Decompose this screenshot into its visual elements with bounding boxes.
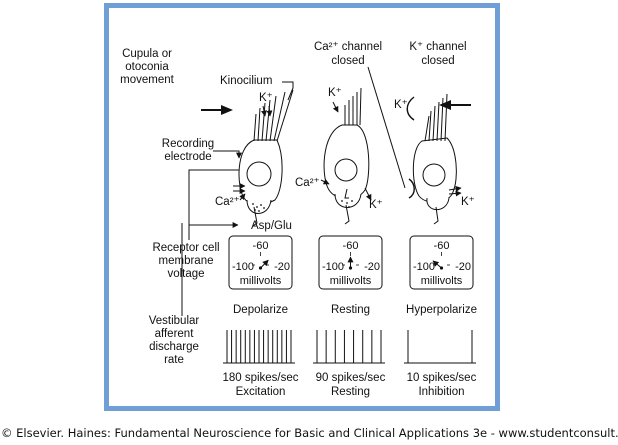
meter-left-label: -100 (413, 261, 435, 273)
k-arrow-2b (364, 187, 372, 201)
svg-text:electrode: electrode (164, 151, 211, 163)
meter-needle (260, 259, 269, 269)
spike-rate-label: 10 spikes/sec (407, 372, 477, 384)
meter-needle (432, 260, 442, 269)
ca-channel-pointer (367, 66, 406, 189)
k-ion-label-2: K⁺ (328, 87, 342, 99)
spike-rate-label: 90 spikes/sec (316, 372, 386, 384)
meter-right-label: -20 (274, 261, 290, 273)
hair-cell-resting (323, 87, 370, 225)
svg-text:Ca²⁺ channel: Ca²⁺ channel (314, 41, 382, 53)
effect-label: Resting (331, 386, 370, 398)
spike-train-2 (313, 330, 385, 364)
svg-text:otoconia: otoconia (125, 61, 169, 73)
ca-arrow-2 (320, 178, 330, 185)
movement-arrow-left (439, 100, 471, 110)
connector-lines (181, 169, 244, 316)
copyright-notice: © Elsevier. Haines: Fundamental Neurosci… (1, 426, 618, 440)
receptor-voltage-label: Receptor cell membrane voltage (152, 242, 219, 280)
vesicle-dots-1 (252, 203, 265, 212)
svg-text:voltage: voltage (167, 268, 204, 280)
svg-text:discharge: discharge (149, 341, 199, 353)
voltmeter-1: -60 -100 -20 millivolts (228, 235, 293, 290)
ca-arrow-1 (239, 193, 246, 201)
meter-top-label: -60 (253, 240, 269, 252)
k-ion-label-2b: K⁺ (369, 199, 383, 211)
spike-rate-label: 180 spikes/sec (222, 372, 298, 384)
ca-ion-label-2: Ca²⁺ (295, 177, 320, 189)
k-ion-label-3: K⁺ (394, 99, 408, 111)
meter-pivot (439, 266, 444, 270)
hair-cell-depolarize (238, 89, 294, 227)
meter-top-label: -60 (343, 240, 359, 252)
spike-train-3 (404, 330, 476, 364)
figure-frame: Cupula or otoconia movement Kinocilium R… (104, 3, 500, 411)
meter-unit-label: millivolts (240, 275, 282, 287)
svg-text:closed: closed (421, 55, 454, 67)
svg-text:Vestibular: Vestibular (149, 315, 200, 327)
meter-pivot (348, 266, 353, 270)
voltmeter-2: -60 -100 -20 millivolts (318, 235, 383, 290)
asp-glu-label: Asp/Glu (251, 220, 292, 232)
kinocilium-pointer (282, 81, 294, 101)
meter-top-label: -60 (434, 240, 450, 252)
state-label: Depolarize (233, 304, 288, 316)
spike-train-1 (223, 330, 295, 364)
svg-text:membrane: membrane (159, 255, 214, 267)
voltmeter-box (409, 235, 474, 290)
effect-label: Excitation (236, 386, 286, 398)
svg-text:Recording: Recording (162, 138, 214, 150)
k-out-arrows-3 (448, 185, 462, 197)
ca-channel-arrows-1 (233, 183, 246, 194)
meter-left-label: -100 (232, 261, 254, 273)
meter-pivot (258, 266, 263, 270)
svg-text:K⁺ channel: K⁺ channel (409, 41, 466, 53)
k-ion-label-3b: K⁺ (461, 196, 475, 208)
kinocilium-label: Kinocilium (220, 75, 272, 87)
meter-unit-label: millivolts (421, 275, 463, 287)
vesicle-dots-2 (341, 200, 353, 208)
svg-text:rate: rate (164, 354, 184, 366)
voltmeter-3: -60 -100 -20 millivolts (409, 235, 474, 290)
svg-text:Receptor cell: Receptor cell (152, 242, 219, 254)
meter-right-label: -20 (364, 261, 380, 273)
svg-text:afferent: afferent (155, 328, 195, 340)
vestibular-rate-label: Vestibular afferent discharge rate (149, 315, 200, 366)
svg-text:closed: closed (331, 55, 364, 67)
hair-cell-diagram: Cupula or otoconia movement Kinocilium R… (120, 41, 477, 398)
state-label: Resting (331, 304, 370, 316)
k-channel-bracket (406, 96, 415, 121)
k-channel-closed-label: K⁺ channel closed (409, 41, 466, 67)
meter-unit-label: millivolts (330, 275, 372, 287)
meter-right-label: -20 (455, 261, 471, 273)
svg-text:movement: movement (120, 74, 174, 86)
state-label: Hyperpolarize (406, 304, 477, 316)
recording-electrode-label: Recording electrode (162, 138, 214, 163)
effect-label: Inhibition (418, 386, 464, 398)
k-ion-label-1: K⁺ (259, 92, 273, 104)
k-ion-arrows-1 (260, 105, 273, 117)
ca-ion-label-1: Ca²⁺ (215, 196, 240, 208)
recording-electrode-line (213, 150, 242, 159)
movement-arrow-right (201, 105, 233, 115)
hair-cell-hyperpolarize (412, 93, 457, 225)
voltmeter-box (228, 235, 293, 290)
meter-left-label: -100 (322, 261, 344, 273)
ca-channel-bracket (408, 178, 415, 199)
k-ion-arrow-2 (332, 101, 339, 113)
svg-text:Cupula or: Cupula or (122, 48, 172, 60)
cupula-label: Cupula or otoconia movement (120, 48, 174, 86)
ca-channel-closed-label: Ca²⁺ channel closed (314, 41, 382, 67)
